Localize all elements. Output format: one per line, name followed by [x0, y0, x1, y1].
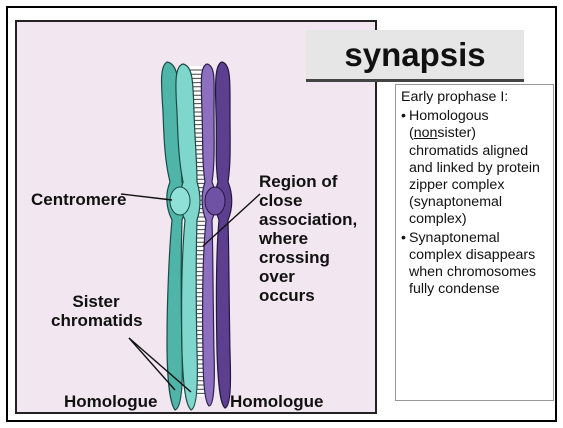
bullet-mark: • [401, 108, 409, 228]
bullet-text: Synaptonemal complex disappears when chr… [409, 230, 549, 299]
list-item: • Synaptonemal complex disappears when c… [401, 230, 549, 299]
homologue-left-chromatids [162, 62, 200, 410]
centromere-pointer [121, 194, 172, 200]
homologue-right-chromatids [201, 62, 231, 408]
region-label: Region of close association, where cross… [259, 172, 357, 305]
title-box: synapsis [306, 30, 524, 82]
list-item: • Homologous (nonsister) chromatids alig… [401, 108, 549, 228]
sister-chromatids-label: Sister chromatids [51, 292, 141, 330]
notes-box: Early prophase I: • Homologous (nonsiste… [395, 84, 554, 401]
homologue-left-label: Homologue [64, 392, 158, 411]
bullet-mark: • [401, 230, 409, 299]
slide-title: synapsis [344, 36, 485, 74]
bullet-text: Homologous (nonsister) chromatids aligne… [409, 108, 549, 228]
centromere-label: Centromere [31, 190, 126, 209]
homologue-right-label: Homologue [230, 392, 324, 411]
notes-heading: Early prophase I: [401, 89, 549, 106]
